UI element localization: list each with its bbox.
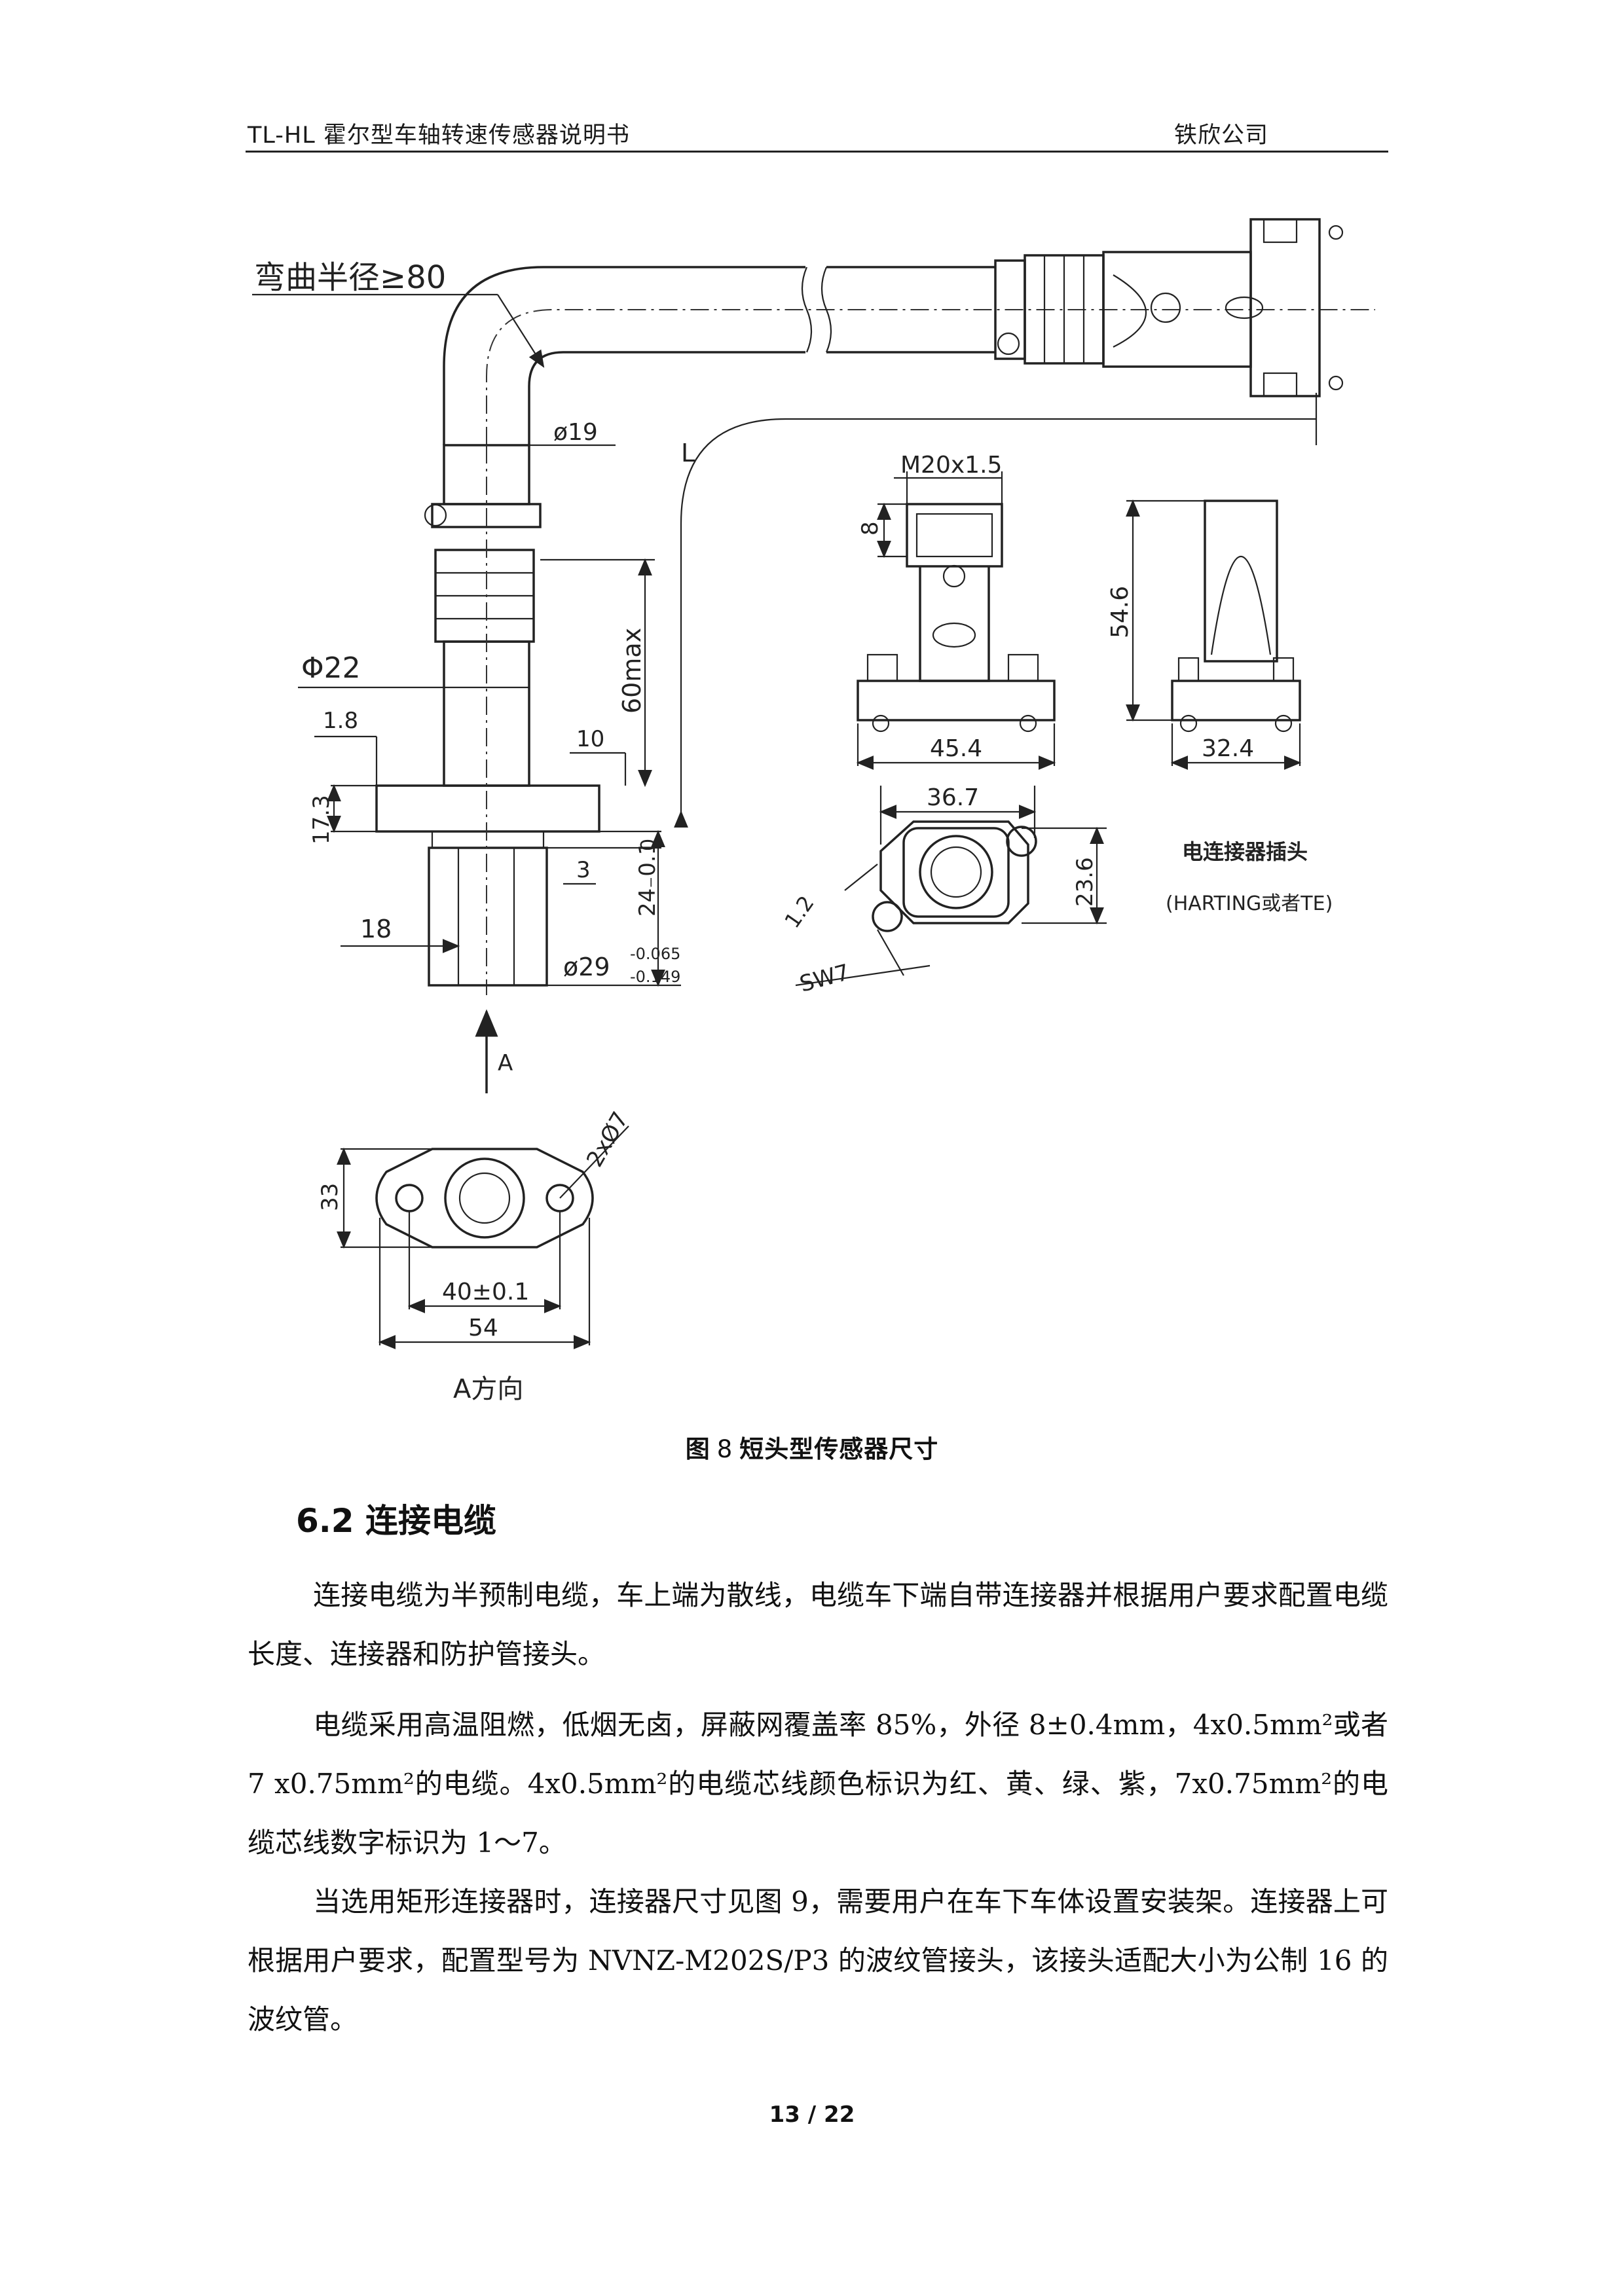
header-company: 铁欣公司 — [1174, 122, 1269, 149]
dim33-label: 33 — [317, 1183, 343, 1211]
view-a-flange: 2xØ7 33 40±0.1 54 A方向 — [317, 1107, 634, 1404]
dim1-2-label: 1.2 — [779, 891, 819, 932]
dim45-4-label: 45.4 — [930, 735, 982, 762]
dim2x7-label: 2xØ7 — [581, 1107, 634, 1171]
dim32-4-label: 32.4 — [1202, 735, 1254, 762]
phi22-label: Φ22 — [301, 651, 361, 685]
dim54-6-label: 54.6 — [1107, 586, 1134, 638]
length-label: L — [681, 439, 695, 467]
cable-outline — [443, 266, 1375, 445]
sensor-dimension-drawing: 弯曲半径≥80 L — [252, 218, 1375, 1404]
paragraph-text: 电缆采用高温阻燃，低烟无卤，屏蔽网覆盖率 85%，外径 8±0.4mm，4x0.… — [248, 1709, 1388, 1859]
figure-caption-title: 短头型传感器尺寸 — [739, 1435, 939, 1463]
paragraph: 当选用矩形连接器时，连接器尺寸见图 9，需要用户在车下车体设置安装架。连接器上可… — [248, 1872, 1388, 2049]
dim40-label: 40±0.1 — [442, 1279, 529, 1305]
dim23-6-label: 23.6 — [1072, 857, 1098, 907]
paragraph: 电缆采用高温阻燃，低烟无卤，屏蔽网覆盖率 85%，外径 8±0.4mm，4x0.… — [248, 1696, 1388, 1872]
bend-radius-label: 弯曲半径≥80 — [254, 259, 446, 296]
connector-sub-label: (HARTING或者TE) — [1166, 892, 1333, 915]
connector-title-label: 电连接器插头 — [1182, 839, 1308, 864]
dim17-3-label: 17.3 — [308, 795, 335, 845]
viewA-label: A方向 — [453, 1374, 523, 1404]
arrowA-label: A — [498, 1050, 513, 1076]
connector-note: 电连接器插头 (HARTING或者TE) — [1166, 839, 1333, 915]
shaft-dims: 3 0 24₋0.1 — [547, 829, 665, 987]
m20-label: M20x1.5 — [900, 452, 1002, 479]
dim36-7-label: 36.7 — [927, 784, 979, 811]
connector-front-view: M20x1.5 8 45.4 — [856, 452, 1056, 770]
dim24-label: 24₋0.1 — [635, 841, 661, 917]
dim8-label: 8 — [857, 521, 883, 536]
dia29-label: ø29 — [563, 953, 610, 981]
cable-connector-head — [994, 218, 1344, 397]
bend-radius-callout: 弯曲半径≥80 — [252, 259, 545, 368]
paragraph: 连接电缆为半预制电缆，车上端为散线，电缆车下端自带连接器并根据用户要求配置电缆长… — [248, 1566, 1388, 1684]
sw7-label: SW7 — [797, 959, 853, 998]
tol-lower-label: -0.149 — [630, 968, 680, 986]
dim18-label: 18 — [360, 915, 392, 943]
tol-upper-label: -0.065 — [630, 945, 680, 963]
dim3-label: 3 — [576, 857, 591, 883]
dim60max-label: 60max — [618, 628, 646, 714]
dim10-label: 10 — [576, 726, 604, 752]
diameter-22-dim: Φ22 — [298, 651, 529, 689]
flange-dims: 1.8 10 17.3 — [308, 708, 627, 845]
figure-caption-number: 8 — [716, 1435, 733, 1463]
page-number: 13 / 22 — [769, 2102, 855, 2128]
dia19-label: ø19 — [553, 419, 598, 446]
section-heading: 6.2 连接电缆 — [296, 1502, 496, 1540]
length-dimension: L — [674, 393, 1318, 828]
dim54-label: 54 — [468, 1315, 498, 1341]
view-a-arrow: A — [475, 1009, 513, 1093]
connector-top-view: 36.7 23.6 1.2 SW7 — [779, 784, 1107, 998]
header-rule — [246, 151, 1388, 153]
connector-side-view: 54.6 32.4 — [1107, 499, 1302, 770]
paragraph-text: 连接电缆为半预制电缆，车上端为散线，电缆车下端自带连接器并根据用户要求配置电缆长… — [248, 1579, 1388, 1670]
dim1-8-label: 1.8 — [323, 708, 358, 734]
sensor-body — [375, 444, 600, 995]
paragraph-text: 当选用矩形连接器时，连接器尺寸见图 9，需要用户在车下车体设置安装架。连接器上可… — [248, 1886, 1388, 2035]
header-title: TL-HL 霍尔型车轴转速传感器说明书 — [248, 122, 630, 149]
height-60max-dim: 60max — [540, 558, 655, 788]
figure-caption-prefix: 图 — [685, 1435, 710, 1463]
bottom-dims: 18 ø29 -0.065 -0.149 — [341, 915, 681, 987]
